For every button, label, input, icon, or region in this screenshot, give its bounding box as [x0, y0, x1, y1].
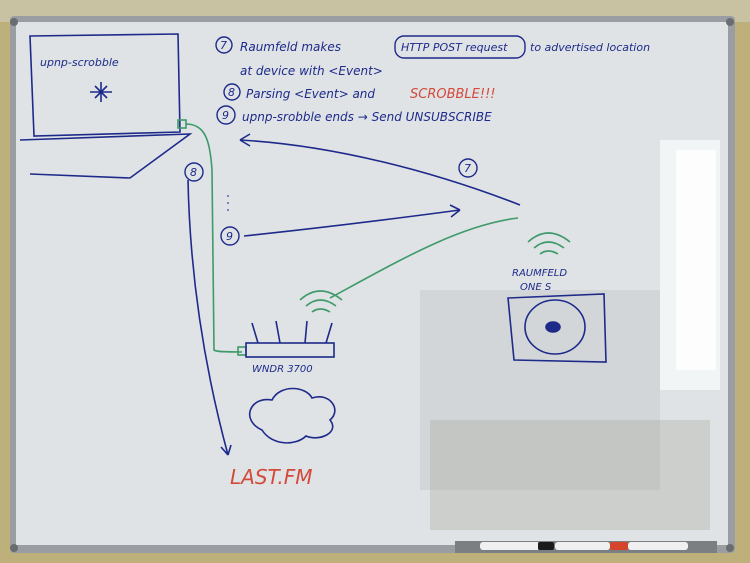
marker-tray	[455, 541, 717, 553]
note-2-text: Parsing <Event> and	[246, 87, 375, 101]
speaker-label-line2: ONE S	[520, 282, 552, 293]
notes-block: 7 Raumfeld makes HTTP POST request to ad…	[215, 35, 650, 125]
router-label: WNDR 3700	[252, 364, 313, 375]
lastfm-label: LAST.FM	[230, 465, 312, 489]
arrow-label-8: 8	[190, 166, 197, 179]
arrow-label-7: 7	[464, 162, 471, 175]
board-surface	[16, 22, 728, 545]
arrow-label-9: 9	[226, 230, 233, 243]
router-drawing	[245, 290, 343, 358]
note-3-text: upnp-srobble ends → Send UNSUBSCRIBE	[242, 110, 492, 124]
arrows	[187, 133, 521, 456]
note-1-number: 7	[220, 39, 227, 52]
note-1-text-a: Raumfeld makes	[240, 40, 341, 54]
note-1-line-2: at device with <Event>	[240, 64, 383, 78]
scrobble-word: SCROBBLE!!!	[410, 87, 496, 102]
laptop-drawing	[19, 33, 193, 179]
note-1-boxed: HTTP POST request	[401, 41, 508, 54]
note-2-number: 8	[228, 86, 235, 99]
note-3-number: 9	[222, 109, 229, 122]
internet-cloud	[249, 387, 336, 444]
speaker-drawing	[507, 232, 607, 363]
note-1-text-b: to advertised location	[530, 41, 650, 54]
laptop-label: upnp-scrobble	[40, 56, 119, 69]
speaker-label-line1: RAUMFELD	[512, 268, 567, 279]
